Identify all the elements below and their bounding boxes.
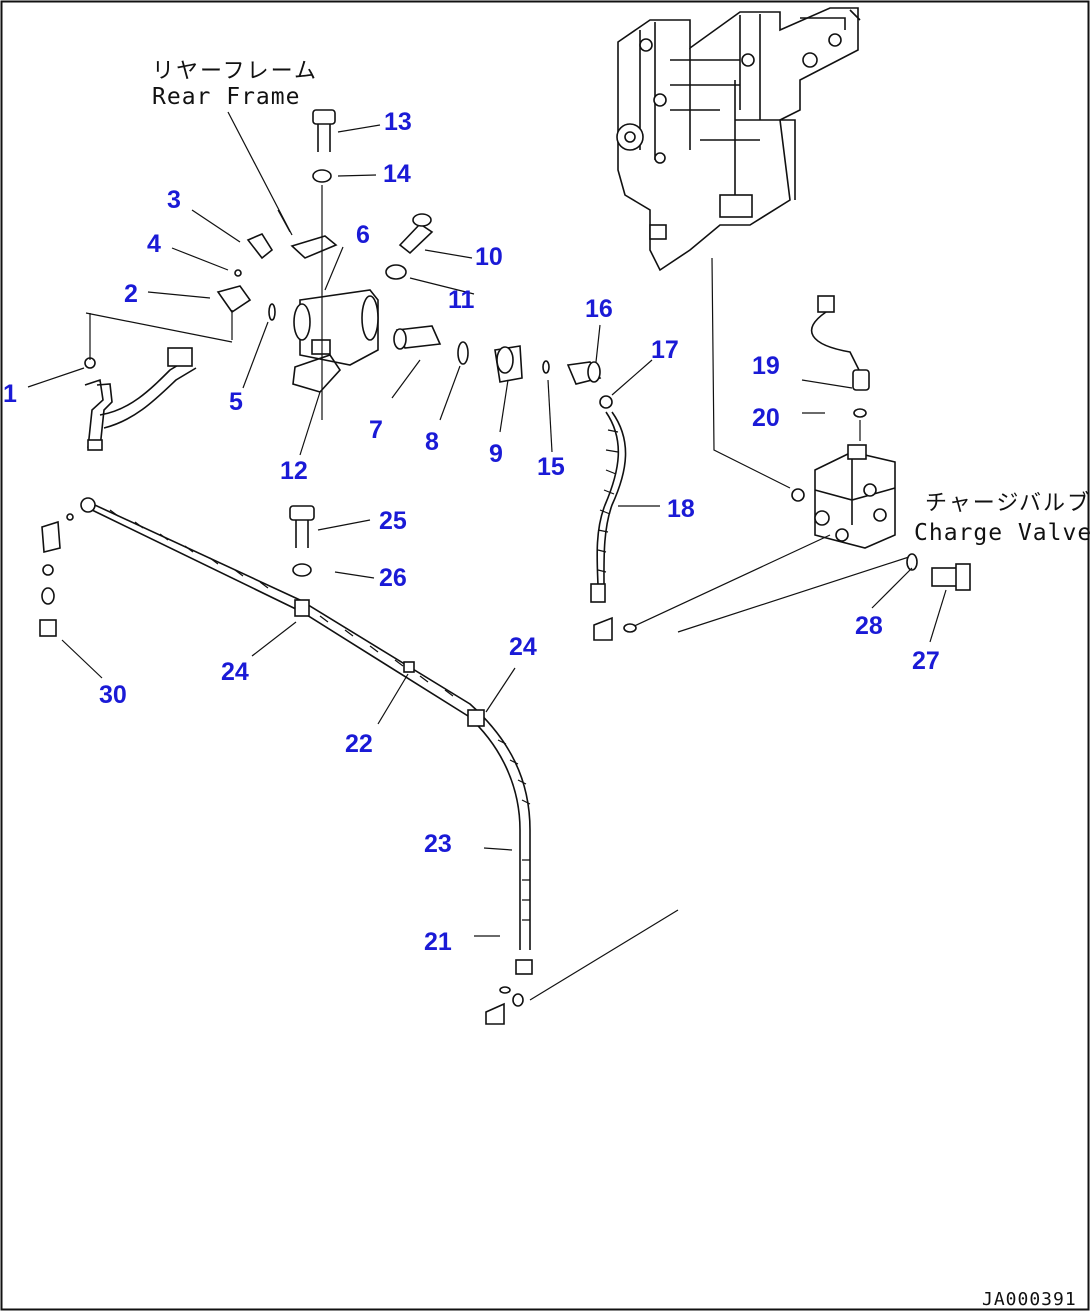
fittings-left bbox=[84, 232, 276, 369]
callout-3: 3 bbox=[167, 186, 181, 214]
callout-30: 30 bbox=[99, 681, 127, 709]
valve-block-assembly bbox=[616, 7, 861, 272]
callout-4: 4 bbox=[147, 230, 161, 258]
callout-9: 9 bbox=[489, 440, 503, 468]
callout-22: 22 bbox=[345, 730, 373, 758]
bolt-25 bbox=[289, 505, 315, 577]
callout-1: 1 bbox=[3, 380, 17, 408]
charge-valve bbox=[791, 444, 896, 549]
fitting-27 bbox=[906, 553, 971, 591]
callout-24-right: 24 bbox=[509, 633, 537, 661]
drawing-id: JA000391 bbox=[982, 1289, 1077, 1310]
charge-valve-label-jp: チャージバルブ bbox=[925, 491, 1090, 516]
rear-frame-label-en: Rear Frame bbox=[152, 84, 300, 110]
callout-7: 7 bbox=[369, 416, 383, 444]
callout-10: 10 bbox=[475, 243, 503, 271]
callout-28: 28 bbox=[855, 612, 883, 640]
callout-15: 15 bbox=[537, 453, 565, 481]
callout-24-left: 24 bbox=[221, 658, 249, 686]
bolt-13 bbox=[312, 109, 336, 420]
callout-5: 5 bbox=[229, 388, 243, 416]
callout-16: 16 bbox=[585, 295, 613, 323]
callout-8: 8 bbox=[425, 428, 439, 456]
callout-23: 23 bbox=[424, 830, 452, 858]
hose-18 bbox=[590, 395, 627, 641]
callout-6: 6 bbox=[356, 221, 370, 249]
fittings-30 bbox=[39, 513, 74, 637]
filter-assembly bbox=[290, 213, 602, 393]
callout-14: 14 bbox=[383, 160, 411, 188]
pressure-sensor bbox=[810, 295, 870, 418]
callout-27: 27 bbox=[912, 647, 940, 675]
callout-13: 13 bbox=[384, 108, 412, 136]
callout-20: 20 bbox=[752, 404, 780, 432]
callout-11: 11 bbox=[448, 286, 475, 314]
pipe-22 bbox=[80, 497, 533, 1025]
charge-valve-label-en: Charge Valve bbox=[914, 520, 1090, 546]
callout-19: 19 bbox=[752, 352, 780, 380]
callout-17: 17 bbox=[651, 336, 679, 364]
rear-frame-label-jp: リヤーフレーム bbox=[152, 59, 318, 84]
callout-26: 26 bbox=[379, 564, 407, 592]
callout-25: 25 bbox=[379, 507, 407, 535]
callout-2: 2 bbox=[124, 280, 138, 308]
callout-21: 21 bbox=[424, 928, 452, 956]
leader-lines bbox=[27, 124, 947, 937]
callout-18: 18 bbox=[667, 495, 695, 523]
callout-12: 12 bbox=[280, 457, 308, 485]
